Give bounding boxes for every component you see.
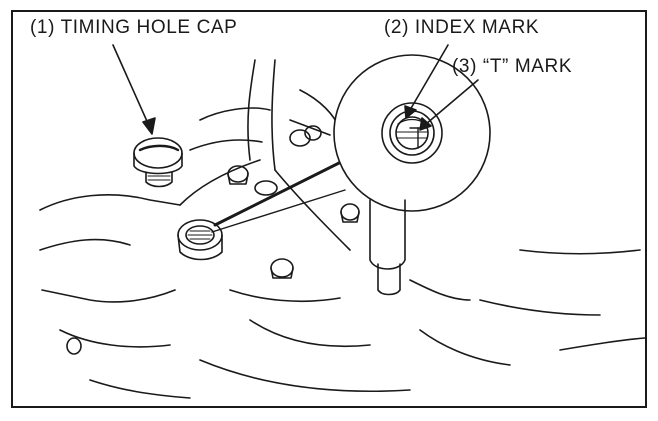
callout-number: (2) [384, 17, 410, 38]
timing-hole-cap [133, 137, 183, 188]
callout-t-mark: (3) “T” MARK [452, 56, 572, 78]
callout-number: (3) [452, 56, 478, 77]
callout-text: TIMING HOLE CAP [60, 17, 238, 38]
cover-boss [369, 199, 406, 296]
callout-index-mark: (2) INDEX MARK [384, 17, 539, 39]
callout-number: (1) [30, 17, 56, 38]
illustration-frame [11, 10, 647, 408]
leader-arrows [112, 44, 479, 135]
arrow-t-mark [425, 79, 479, 125]
case-bolts [66, 125, 360, 355]
callout-text: INDEX MARK [414, 17, 540, 38]
magnified-view [333, 54, 491, 212]
magnifier-sight-lines [211, 153, 357, 233]
callout-text: “T” MARK [482, 56, 573, 77]
timing-hole [177, 219, 223, 261]
callout-timing-hole-cap: (1) TIMING HOLE CAP [30, 17, 237, 39]
arrow-index-mark [409, 44, 449, 111]
crankcase-outline [39, 59, 646, 399]
arrow-timing-hole-cap [112, 44, 151, 129]
